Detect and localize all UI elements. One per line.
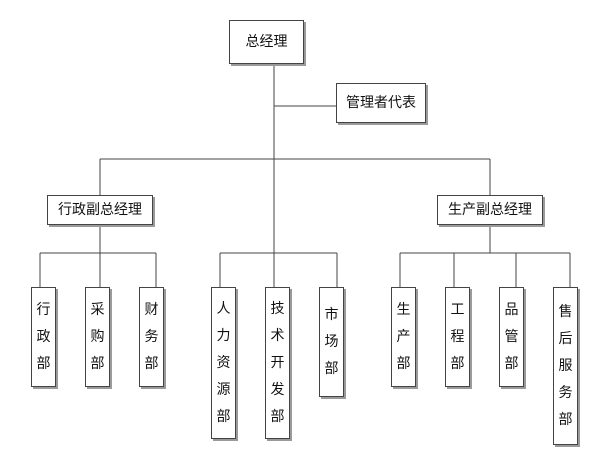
marketing-dept-label: 市 场 部 bbox=[324, 307, 339, 377]
production-dept-box: 生 产 部 bbox=[391, 287, 416, 387]
management-representative-box: 管理者代表 bbox=[336, 83, 426, 123]
production-dept-label: 生 产 部 bbox=[396, 302, 411, 372]
quality-dept-label: 品 管 部 bbox=[504, 302, 519, 372]
marketing-dept-box: 市 场 部 bbox=[319, 287, 344, 397]
general-manager-box: 总经理 bbox=[229, 20, 304, 64]
administration-dept-label: 行 政 部 bbox=[36, 302, 51, 372]
rnd-dept-label: 技 术 开 发 部 bbox=[270, 301, 285, 425]
general-manager-label: 总经理 bbox=[245, 34, 288, 50]
engineering-dept-box: 工 程 部 bbox=[445, 287, 470, 387]
admin-vp-box: 行政副总经理 bbox=[47, 195, 153, 225]
human-resources-dept-box: 人 力 资 源 部 bbox=[211, 287, 236, 439]
purchasing-dept-box: 采 购 部 bbox=[85, 287, 110, 387]
finance-dept-box: 财 务 部 bbox=[139, 287, 164, 387]
administration-dept-box: 行 政 部 bbox=[31, 287, 56, 387]
quality-dept-box: 品 管 部 bbox=[499, 287, 524, 387]
admin-vp-label: 行政副总经理 bbox=[58, 202, 142, 218]
rnd-dept-box: 技 术 开 发 部 bbox=[265, 287, 290, 439]
after-sales-dept-label: 售 后 服 务 部 bbox=[558, 304, 573, 428]
finance-dept-label: 财 务 部 bbox=[144, 302, 159, 372]
management-representative-label: 管理者代表 bbox=[346, 95, 416, 111]
after-sales-dept-box: 售 后 服 务 部 bbox=[553, 287, 578, 445]
engineering-dept-label: 工 程 部 bbox=[450, 302, 465, 372]
production-vp-box: 生产副总经理 bbox=[437, 195, 543, 225]
human-resources-dept-label: 人 力 资 源 部 bbox=[216, 301, 231, 425]
purchasing-dept-label: 采 购 部 bbox=[90, 302, 105, 372]
production-vp-label: 生产副总经理 bbox=[448, 202, 532, 218]
